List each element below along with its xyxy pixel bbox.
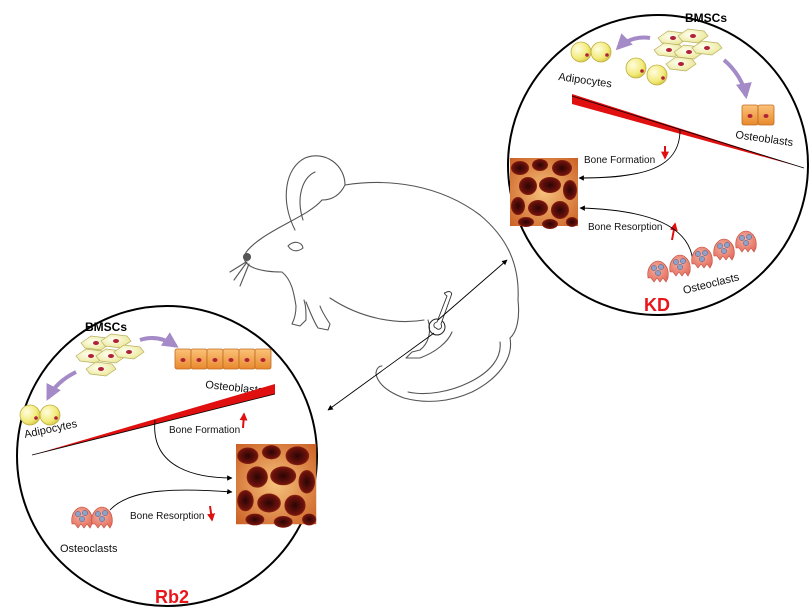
kd-panel: BMSCs Adipocytes Osteoblasts Bone Format… <box>507 11 809 316</box>
kd-arrow-to-adipocytes <box>615 33 651 51</box>
kd-balance-baseline <box>571 95 805 169</box>
rb2-bone-resorption-trend-arrow <box>207 505 216 522</box>
kd-bmscs-label: BMSCs <box>685 11 727 25</box>
kd-panel-circle <box>507 14 809 316</box>
kd-osteoblast-cells <box>741 104 775 126</box>
rb2-bmscs-label: BMSCs <box>85 320 127 334</box>
kd-balance-wedge <box>572 94 804 168</box>
connector-to-kd <box>437 259 508 321</box>
kd-bone-resorption-trend-arrow <box>669 222 678 241</box>
rb2-panel: BMSCs Osteoblasts Adipocytes Bone Format… <box>16 305 318 607</box>
kd-bone-resorption-connector <box>579 205 694 263</box>
kd-group-label: KD <box>644 295 670 315</box>
kd-bone-tissue-texture <box>510 158 578 229</box>
rb2-osteoclasts-label: Osteoclasts <box>60 543 118 555</box>
rb2-bone-formation-label: Bone Formation <box>169 425 240 436</box>
rb2-osteoblast-cells <box>174 348 272 370</box>
rb2-bone-resorption-label: Bone Resorption <box>130 511 205 522</box>
connector-to-rb2 <box>327 332 435 411</box>
rb2-bone-formation-trend-arrow <box>239 412 248 429</box>
femur-bone-icon <box>428 291 452 336</box>
rb2-balance-baseline <box>31 393 276 456</box>
kd-bone-resorption-label: Bone Resorption <box>588 222 663 233</box>
rb2-bone-tissue-texture <box>236 444 317 528</box>
kd-bone-formation-label: Bone Formation <box>584 155 655 166</box>
kd-arrow-to-osteoblasts <box>722 58 752 100</box>
rb2-bone-formation-connector <box>154 419 233 481</box>
mouse-outline-icon <box>229 155 520 402</box>
rb2-arrow-to-osteoblasts <box>139 332 179 348</box>
kd-bone-formation-connector <box>578 129 681 181</box>
rb2-arrow-to-adipocytes <box>46 370 77 401</box>
rb2-bone-resorption-connector <box>109 488 233 511</box>
rb2-balance-wedge <box>32 384 275 455</box>
rb2-panel-circle <box>16 305 318 607</box>
rb2-group-label: Rb2 <box>155 587 189 607</box>
